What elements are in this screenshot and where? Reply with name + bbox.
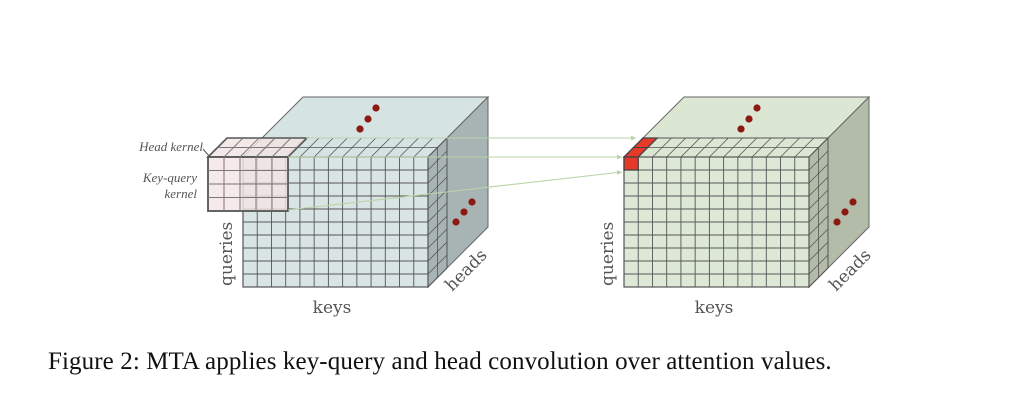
ellipsis-dot (468, 198, 476, 206)
ellipsis-dot (372, 104, 380, 112)
ellipsis-dot (737, 125, 745, 133)
left-queries-axis-label: queries (217, 222, 237, 286)
head-kernel-label: Head kernel (138, 139, 203, 154)
ellipsis-dot (460, 208, 468, 216)
head-kernel-pointer (202, 148, 210, 157)
connector-line (287, 171, 623, 211)
right-queries-axis-label: queries (598, 222, 618, 286)
ellipsis-dot (849, 198, 857, 206)
key-query-kernel-label-line1: Key-query (142, 170, 197, 185)
convolution-kernel (202, 137, 309, 212)
ellipsis-dot (452, 218, 460, 226)
ellipsis-dot (356, 125, 364, 133)
right-attention-tensor (622, 95, 871, 289)
kernel-connectors (287, 135, 636, 211)
ellipsis-dot (841, 208, 849, 216)
left-keys-axis-label: keys (313, 298, 352, 318)
ellipsis-dot (753, 104, 761, 112)
highlighted-output-cell (623, 156, 639, 171)
connector-arrowhead (631, 135, 636, 141)
connector-arrowhead (617, 154, 622, 160)
connector-arrowhead (616, 170, 622, 176)
ellipsis-dot (745, 115, 753, 123)
right-keys-axis-label: keys (695, 298, 734, 318)
ellipsis-dot (364, 115, 372, 123)
ellipsis-dot (833, 218, 841, 226)
figure-caption: Figure 2: MTA applies key-query and head… (48, 348, 832, 375)
key-query-kernel-label-line2: kernel (165, 186, 198, 201)
